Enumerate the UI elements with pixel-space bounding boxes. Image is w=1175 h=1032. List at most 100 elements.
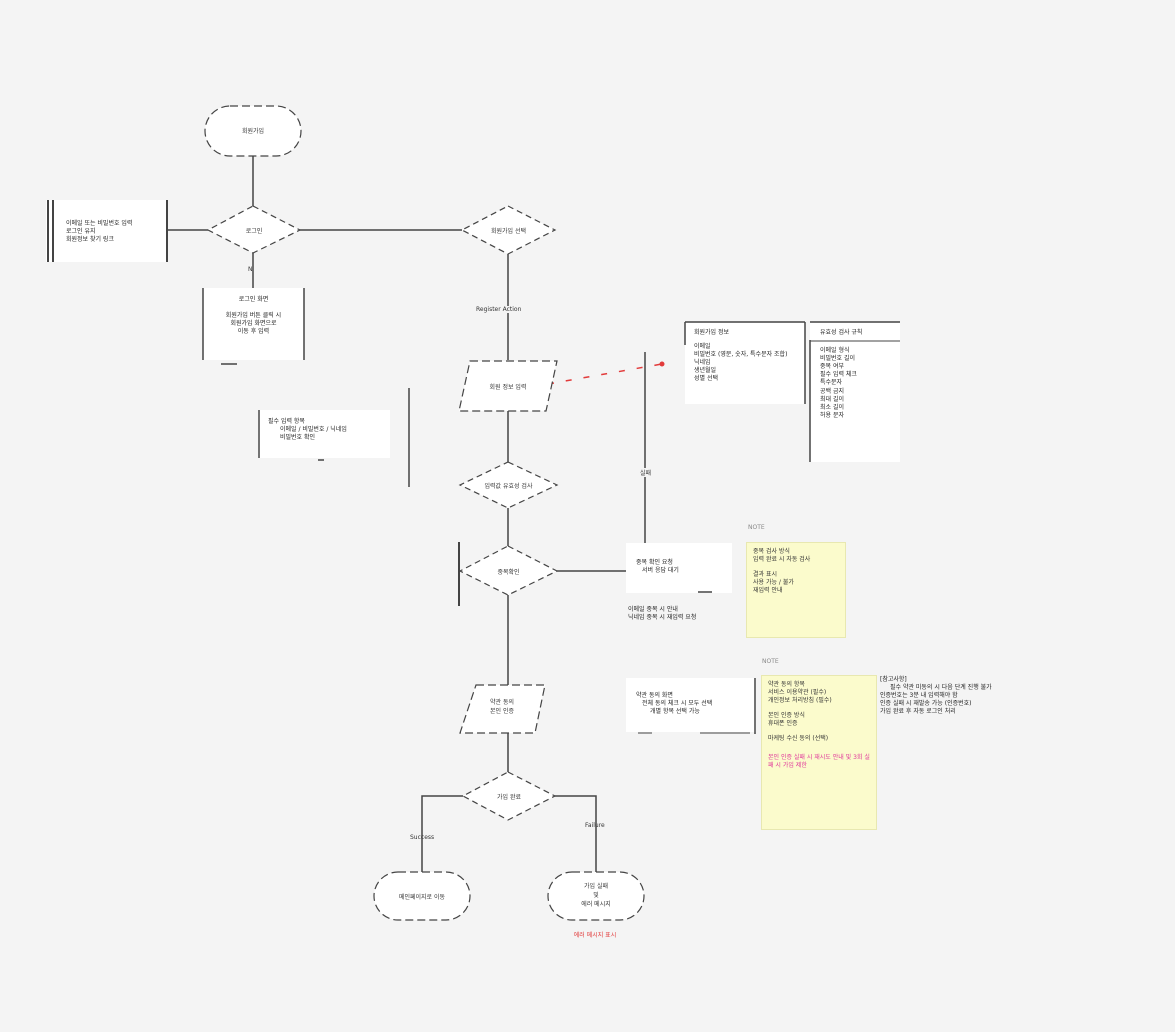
io2-label: 약관 동의 본인 인증: [490, 699, 514, 715]
decision-duplicate: [458, 545, 559, 596]
note2-line: 서비스 이용약관 (필수): [768, 689, 827, 697]
rules-line: 공백 금지: [820, 387, 844, 395]
required-line: 비밀번호 확인: [280, 434, 316, 442]
edge-label-right-vertical: 실패: [640, 468, 652, 477]
info-line: 닉네임: [694, 359, 711, 367]
rules-line: 중복 여부: [820, 363, 844, 371]
login-screen-line: 회원가입 버튼 클릭 시: [225, 312, 282, 320]
login-screen-box: 로그인 화면 회원가입 버튼 클릭 시 회원가입 화면으로 이동 후 입력: [204, 292, 303, 340]
required-box: 필수 입력 항목 이메일 / 비밀번호 / 닉네임 비밀번호 확인: [262, 414, 388, 446]
edge-d5-failure: [555, 795, 597, 872]
edge-label-register-action: Register Action: [476, 306, 522, 313]
edge-label-success: Success: [410, 834, 435, 841]
d4-left-bar: [458, 542, 460, 606]
right-notes-line: 가입 완료 후 자동 로그인 처리: [880, 708, 956, 716]
decision-complete: [461, 771, 557, 821]
edge-d5-success: [421, 795, 463, 872]
note1-line: 재입력 안내: [753, 587, 783, 595]
rules-line: 최대 길이: [820, 395, 844, 403]
note1-line: 중복 검사 방식: [753, 548, 790, 555]
right-notes-line: 인증번호는 3분 내 입력해야 함: [880, 692, 958, 700]
note-duplicate: 중복 검사 방식 입력 완료 시 자동 검사 결과 표시 사용 가능 / 불가 …: [746, 542, 846, 638]
rules-title: 유효성 검사 규칙: [820, 329, 863, 336]
rules-line: 허용 문자: [820, 411, 844, 419]
rules-line: 이메일 형식: [820, 347, 850, 355]
rules-line: 필수 입력 체크: [820, 371, 857, 379]
dup-box: 중복 확인 요청 서버 응답 대기: [630, 555, 730, 579]
terms-line: 약관 동의 화면: [636, 692, 673, 699]
dup-side-text: 이메일 중복 시 안내 닉네임 중복 시 재입력 요청: [622, 602, 744, 626]
required-box-bg: [258, 410, 390, 458]
success-terminal: [373, 871, 471, 921]
io-member-info: [458, 360, 558, 412]
note-terms: 약관 동의 항목 서비스 이용약관 (필수) 개인정보 처리방침 (필수) 본인…: [761, 675, 877, 830]
decision-validate: [458, 461, 559, 509]
failure-note: 에러 메시지 표시: [573, 932, 617, 939]
d3-label: 입력값 유효성 검사: [484, 483, 533, 490]
d5-label: 가입 완료: [497, 794, 521, 801]
note1-title: NOTE: [748, 524, 765, 531]
right-notes-line: 인증 실패 시 재발송 가능 (인증번호): [880, 700, 972, 708]
terms-box-bg: [626, 678, 756, 732]
required-title: 필수 입력 항목: [268, 418, 305, 425]
terms-box: 약관 동의 화면 전체 동의 체크 시 모두 선택 개별 항목 선택 가능: [630, 688, 752, 720]
failure-terminal: [547, 871, 645, 921]
edge-label-d1-down: N: [248, 266, 253, 273]
note2-title: NOTE: [762, 658, 779, 665]
dup-side-line: 닉네임 중복 시 재입력 요청: [628, 614, 697, 622]
login-screen-line: 이동 후 입력: [237, 328, 270, 336]
note2-warning: 본인 인증 실패 시 재시도 안내 및 3회 실패 시 가입 제한: [768, 753, 870, 769]
terms-line: 개별 항목 선택 가능: [650, 708, 700, 716]
dup-box-bg: [626, 543, 732, 593]
edge-label-failure: Failure: [585, 822, 605, 829]
left-top-line: 이메일 또는 비밀번호 입력: [66, 220, 133, 227]
login-screen-title: 로그인 화면: [238, 296, 269, 303]
start-terminal: [204, 105, 302, 157]
io1-label: 회원 정보 입력: [489, 384, 527, 391]
failure-terminal-label: 가입 실패 및 에러 메시지: [581, 883, 611, 908]
left-top-line: 로그인 유지: [66, 228, 96, 236]
note2-line: 약관 동의 항목: [768, 681, 805, 688]
login-screen-box-bg: [203, 288, 304, 360]
note2-line: 개인정보 처리방침 (필수): [768, 697, 832, 705]
info-title: 회원가입 정보: [694, 329, 730, 336]
start-label: 회원가입: [241, 128, 265, 135]
dup-line: 서버 응답 대기: [642, 567, 679, 575]
d4-label: 중복확인: [497, 569, 520, 576]
dup-line: 중복 확인 요청: [636, 559, 673, 566]
right-notes-title: [참고사항]: [880, 676, 907, 683]
required-line: 이메일 / 비밀번호 / 닉네임: [280, 426, 347, 434]
note1-line: 사용 가능 / 불가: [753, 579, 794, 587]
success-terminal-label: 메인페이지로 이동: [398, 894, 446, 901]
info-line: 생년월일: [694, 367, 717, 375]
info-line: 성별 선택: [694, 375, 718, 383]
info-line: 이메일: [694, 343, 711, 351]
note2-line: 휴대폰 인증: [768, 720, 798, 728]
red-dot-end: [659, 361, 665, 367]
info-box-bg: [685, 322, 805, 404]
rules-box-bg: [810, 322, 900, 462]
note1-line: 결과 표시: [753, 571, 777, 579]
note2-line: 마케팅 수신 동의 (선택): [768, 735, 829, 743]
d2-label: 회원가입 선택: [490, 228, 527, 235]
terms-line: 전체 동의 체크 시 모두 선택: [642, 700, 713, 708]
decision-login: [206, 205, 302, 254]
left-top-line: 회원정보 찾기 링크: [66, 236, 114, 244]
right-notes-line: 필수 약관 미동의 시 다음 단계 진행 불가: [890, 684, 992, 692]
red-dashed-connector: [547, 363, 663, 385]
left-top-box: 이메일 또는 비밀번호 입력 로그인 유지 회원정보 찾기 링크: [60, 216, 166, 248]
decision-register: [460, 205, 557, 255]
note2-line: 본인 인증 방식: [768, 712, 805, 720]
rules-line: 최소 길이: [820, 403, 844, 411]
d1-label: 로그인: [245, 228, 263, 235]
io-terms: [459, 684, 546, 734]
login-screen-line: 회원가입 화면으로: [230, 320, 277, 328]
right-notes: [참고사항] 필수 약관 미동의 시 다음 단계 진행 불가 인증번호는 3분 …: [880, 676, 1140, 716]
left-top-box-bg: [46, 200, 168, 262]
info-line: 비밀번호 (영문, 숫자, 특수문자 조합): [694, 351, 788, 359]
rules-line: 비밀번호 길이: [820, 355, 856, 363]
info-box: 회원가입 정보 이메일 비밀번호 (영문, 숫자, 특수문자 조합) 닉네임 생…: [688, 325, 804, 388]
note1-line: 입력 완료 시 자동 검사: [753, 556, 811, 564]
rules-line: 특수문자: [820, 379, 843, 387]
